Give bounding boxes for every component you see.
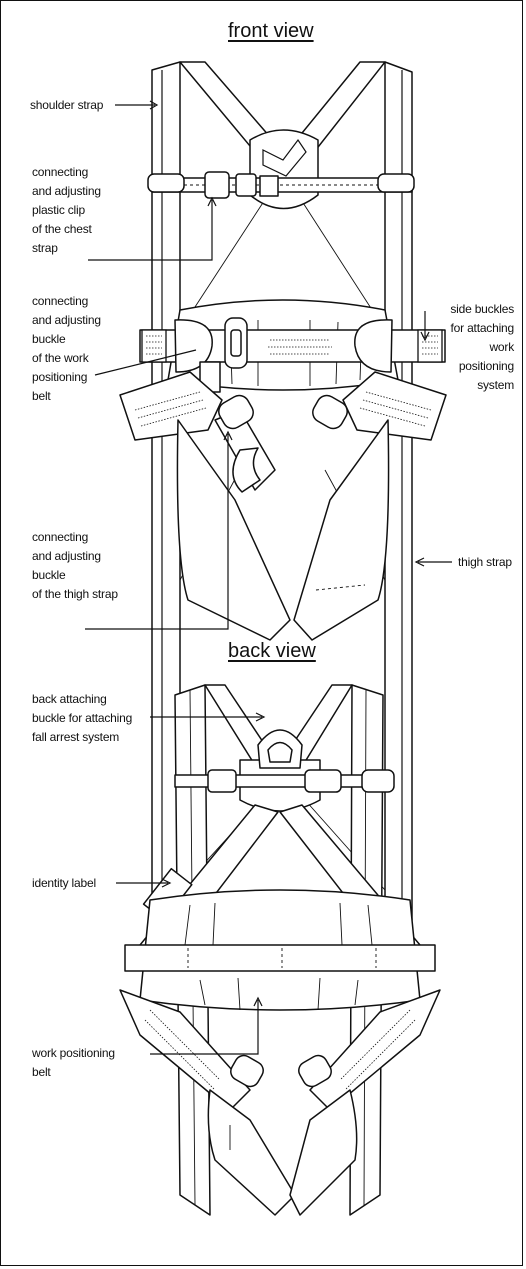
front-chest-clip bbox=[204, 171, 230, 199]
label-back-buckle: back attaching buckle for attaching fall… bbox=[32, 692, 133, 744]
label-shoulder-strap: shoulder strap bbox=[30, 98, 104, 112]
front-right-side-d-ring bbox=[354, 319, 393, 373]
label-thigh-strap: thigh strap bbox=[458, 555, 512, 569]
front-view-title: front view bbox=[228, 20, 314, 42]
back-left-thigh-webbing bbox=[119, 989, 251, 1111]
label-chest-clip: connecting and adjusting plastic clip of… bbox=[32, 165, 101, 255]
label-belt-buckle: connecting and adjusting buckle of the w… bbox=[32, 294, 101, 403]
label-positioning-belt: work positioning belt bbox=[32, 1046, 115, 1079]
label-side-buckles: side buckles for attaching work position… bbox=[450, 302, 514, 392]
back-view-title: back view bbox=[228, 640, 316, 662]
front-left-thigh-webbing bbox=[119, 371, 223, 441]
back-work-positioning-belt bbox=[124, 944, 436, 972]
front-right-thigh-webbing bbox=[342, 371, 447, 441]
label-identity-label: identity label bbox=[32, 876, 96, 890]
label-thigh-buckle: connecting and adjusting buckle of the t… bbox=[32, 530, 118, 601]
front-left-side-d-ring bbox=[174, 319, 213, 373]
back-right-thigh-webbing bbox=[309, 989, 441, 1111]
front-left-thigh-loop bbox=[176, 419, 291, 641]
